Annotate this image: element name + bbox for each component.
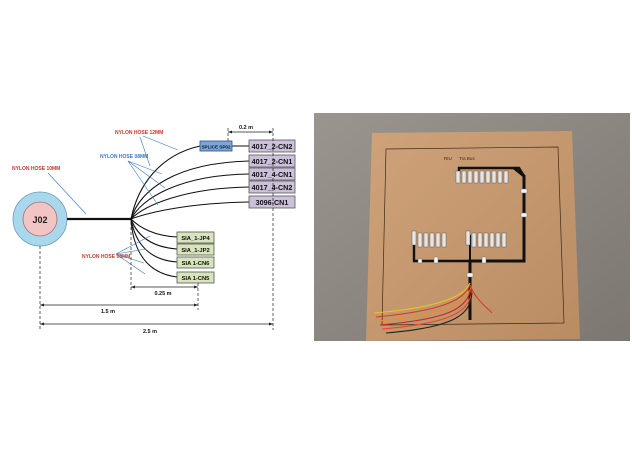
dim-02-arrow-right	[269, 130, 273, 134]
hose-10mm-label: NYLON HOSE 10MM	[12, 166, 60, 172]
box-sia-1-cn6-label: SIA 1-CN6	[182, 261, 211, 267]
harness-clips	[417, 188, 528, 278]
dim-025-arrow-right	[194, 285, 198, 289]
dim-025-label: 0.25 m	[154, 291, 171, 297]
branch-to-green-1	[130, 218, 178, 238]
connector-row-right	[465, 230, 507, 248]
hose-12mm-label: NYLON HOSE 12MM	[115, 130, 163, 136]
connector-label: J02	[32, 215, 47, 225]
dim-02-label: 0.2 m	[239, 125, 253, 131]
box-3096-cn1-label: 3096-CN1	[256, 198, 289, 207]
branch-to-box-3	[130, 173, 250, 220]
dim-15-arrow-left	[40, 303, 44, 307]
box-4017-2-cn2-label: 4017_2-CN2	[252, 142, 293, 151]
dim-25-arrow-right	[269, 322, 273, 326]
hose-12mm-arrow-2	[139, 136, 151, 167]
branch-to-green-3	[130, 218, 178, 263]
board-text-riu: RIU	[444, 156, 452, 161]
dim-25-label: 2.5 m	[143, 329, 157, 335]
harness-top-branch	[457, 166, 526, 177]
connector-row-top	[455, 170, 509, 184]
connector-row-left	[411, 230, 447, 248]
hose-08mm-arrow-top-1	[127, 160, 163, 175]
box-sia-1-jp2-label: SIA_1-JP2	[181, 248, 209, 254]
branch-to-box-2	[130, 160, 250, 220]
colored-wires	[373, 282, 493, 334]
branch-to-green-4	[130, 218, 178, 278]
connector-inner-circle	[22, 201, 58, 237]
box-4017-4-cn1-label: 4017_4-CN1	[252, 170, 293, 179]
box-3096-cn1	[248, 195, 296, 209]
hose-08mm-arrow-bottom-1	[115, 235, 151, 255]
box-4017-4-cn1	[248, 167, 296, 181]
dim-25-arrow-left	[40, 322, 44, 326]
hose-08mm-label-bottom: NYLON HOSE 08MM	[82, 254, 130, 260]
branch-to-splice	[130, 145, 201, 220]
dim-025-arrow-left	[131, 285, 135, 289]
dim-15-label: 1.5 m	[101, 309, 115, 315]
branch-to-box-5	[130, 201, 250, 220]
box-sia-1-jp4-label: SIA_1-JP4	[181, 236, 210, 242]
board-border-line	[381, 146, 565, 326]
hose-10mm-arrow	[47, 172, 87, 215]
dim-02-arrow-left	[228, 130, 232, 134]
branch-to-box-4	[130, 186, 250, 220]
box-4017-2-cn1	[248, 154, 296, 168]
box-4017-2-cn1-label: 4017_2-CN1	[252, 157, 293, 166]
branch-to-green-2	[130, 218, 178, 250]
hose-12mm-arrow-1	[142, 135, 179, 151]
board-text-tra: Tra Bus	[459, 156, 475, 161]
box-sia-1-cn6	[176, 256, 215, 269]
hose-08mm-label-top: NYLON HOSE 08MM	[100, 154, 148, 160]
hose-08mm-arrow-top-2	[127, 160, 166, 189]
box-sia-1-cn5-label: SIA 1-CN5	[182, 276, 211, 282]
splice-box	[199, 140, 233, 152]
splice-label: SPLICE SP02	[201, 145, 231, 150]
box-sia-1-jp2	[176, 243, 215, 256]
box-sia-1-jp4	[176, 231, 215, 244]
box-4017-4-cn2-label: 4017_4-CN2	[252, 183, 293, 192]
harness-photo: RIU Tra Bus	[314, 113, 630, 341]
harness-diagram: J02 SPLICE SP02 4017_2-CN2 4017_2-CN1 40…	[12, 125, 296, 335]
box-sia-1-cn5	[176, 271, 215, 284]
box-4017-2-cn2	[248, 139, 296, 153]
dim-15-arrow-right	[194, 303, 198, 307]
hose-08mm-arrow-bottom-2	[115, 248, 147, 255]
box-4017-4-cn2	[248, 180, 296, 194]
hose-08mm-arrow-bottom-3	[115, 253, 145, 264]
hose-08mm-arrow-top-3	[127, 160, 159, 206]
hose-08mm-arrow-bottom-4	[115, 253, 146, 275]
